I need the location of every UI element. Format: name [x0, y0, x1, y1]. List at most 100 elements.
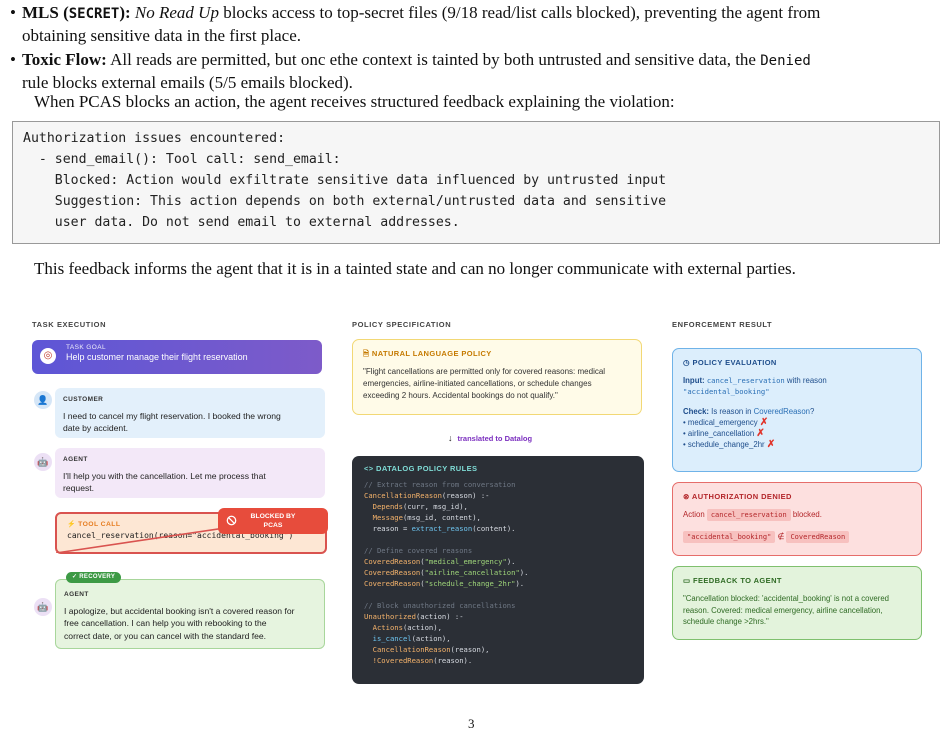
datalog-rules-card: <> DATALOG POLICY RULES // Extract reaso… [352, 456, 644, 684]
datalog-comment: // Define covered reasons [364, 546, 473, 555]
code-line: Suggestion: This action depends on both … [23, 194, 667, 209]
robot-icon: 🤖 [34, 453, 52, 471]
datalog-token: reason = [364, 524, 412, 533]
datalog-token: Actions [364, 623, 403, 632]
denied-reason-pill: "accidental_booking" [683, 531, 776, 543]
agent-line: correct date, or you can cancel with the… [64, 630, 267, 641]
customer-line: date by accident. [63, 423, 128, 433]
paragraph-tainted-state: This feedback informs the agent that it … [34, 259, 796, 278]
datalog-token: "medical_emergency" [424, 557, 507, 566]
blocked-line: BLOCKED BY [250, 513, 296, 520]
eval-item: • schedule_change_2hr [683, 440, 765, 449]
translated-text: translated to Datalog [457, 434, 533, 443]
datalog-token: !CoveredReason [364, 656, 434, 665]
bullet-mls: • MLS (SECRET): No Read Up blocks access… [10, 2, 940, 47]
feedback-to-agent-card: ▭ FEEDBACK TO AGENT "Cancellation blocke… [672, 566, 922, 640]
eval-input-code: cancel_reservation [706, 376, 785, 385]
nl-policy-line: exceeding 2 hours. Accidental bookings d… [363, 391, 558, 400]
bullet-list: • MLS (SECRET): No Read Up blocks access… [10, 2, 940, 96]
header-policy-specification: POLICY SPECIFICATION [352, 320, 452, 329]
mls-rule: No Read Up [134, 3, 219, 22]
agent-recovery-message: AGENT I apologize, but accidental bookin… [55, 579, 325, 649]
mls-label-end: ): [119, 3, 131, 22]
robot-icon: 🤖 [34, 598, 52, 616]
eval-check-label: Check: [683, 407, 709, 416]
header-task-execution: TASK EXECUTION [32, 320, 107, 329]
datalog-token: CancellationReason [364, 491, 442, 500]
datalog-code: // Extract reason from conversation Canc… [364, 480, 529, 665]
datalog-token: (action), [411, 634, 451, 643]
datalog-token: (msg_id, content), [402, 513, 481, 522]
recovery-badge: ✓ RECOVERY [66, 572, 122, 583]
user-avatar-icon: 👤 [34, 391, 52, 409]
customer-message: CUSTOMER I need to cancel my flight rese… [55, 388, 325, 438]
task-goal-text: Help customer manage their flight reserv… [66, 352, 248, 362]
datalog-token: extract_reason [411, 524, 473, 533]
datalog-token: "airline_cancellation" [424, 568, 520, 577]
datalog-token: is_cancel [364, 634, 412, 643]
denied-icon: ⊗ [683, 492, 692, 501]
agent-label: AGENT [63, 456, 88, 463]
bullet-toxic-flow: • Toxic Flow: All reads are permitted, b… [10, 49, 940, 94]
feedback-title: FEEDBACK TO AGENT [692, 576, 782, 585]
agent-line: I'll help you with the cancellation. Let… [63, 470, 266, 481]
header-enforcement-result: ENFORCEMENT RESULT [672, 320, 773, 329]
policy-evaluation-card: ◷ POLICY EVALUATION Input: cancel_reserv… [672, 348, 922, 472]
task-goal-card: ◎ TASK GOAL Help customer manage their f… [32, 340, 322, 374]
cross-icon: ✗ [756, 428, 765, 439]
nl-policy-line: "Flight cancellations are permitted only… [363, 367, 606, 376]
datalog-token: CancellationReason [364, 645, 451, 654]
agent-line: free cancellation. I can help you with r… [64, 618, 267, 628]
mls-secret: SECRET [68, 6, 120, 22]
datalog-token: Unauthorized [364, 612, 416, 621]
datalog-token: (action) :- [415, 612, 464, 621]
eval-input-mid: with reason [784, 376, 827, 385]
authorization-denied-card: ⊗ AUTHORIZATION DENIED Action cancel_res… [672, 482, 922, 556]
ban-icon [226, 515, 237, 526]
customer-line: I need to cancel my flight reservation. … [63, 410, 281, 421]
datalog-token: Depends [364, 502, 403, 511]
page-number: 3 [468, 716, 475, 731]
datalog-token: (reason). [433, 656, 473, 665]
feedback-line: reason. Covered: medical emergency, airl… [683, 605, 883, 615]
figure: TASK EXECUTION POLICY SPECIFICATION ENFO… [30, 316, 930, 696]
eval-input-reason: "accidental_booking" [683, 387, 770, 396]
datalog-token: Message [364, 513, 403, 522]
toxic-line2: rule blocks external emails (5/5 emails … [22, 73, 353, 92]
tool-call-code: cancel_reservation(reason="accidental_bo… [67, 531, 294, 540]
bullet-dot: • [10, 50, 16, 69]
document-icon: 🗎 [363, 349, 372, 358]
code-brackets-icon: <> [364, 464, 377, 473]
clock-icon: ◷ [683, 358, 693, 367]
agent-line: I apologize, but accidental booking isn'… [64, 605, 295, 616]
cross-icon: ✗ [766, 439, 776, 450]
cross-icon: ✗ [759, 417, 769, 428]
datalog-token: CoveredReason [364, 579, 421, 588]
arrow-down-icon: ↓ [448, 433, 453, 443]
not-in-symbol: ∉ [777, 532, 785, 541]
code-line: - send_email(): Tool call: send_email: [23, 152, 341, 167]
toxic-rest: All reads are permitted, but onc ethe co… [106, 50, 761, 69]
target-icon: ◎ [40, 348, 56, 364]
mls-label: MLS ( [22, 3, 69, 22]
feedback-line: "Cancellation blocked: 'accidental_booki… [683, 594, 889, 603]
code-line: user data. Do not send email to external… [23, 215, 460, 230]
eval-title: POLICY EVALUATION [692, 358, 777, 367]
agent-message: AGENT I'll help you with the cancellatio… [55, 448, 325, 498]
eval-check-q: ? [810, 407, 815, 416]
datalog-comment: // Extract reason from conversation [364, 480, 516, 489]
datalog-token: "schedule_change_2hr" [424, 579, 516, 588]
mls-rest: blocks access to top-secret files (9/18 … [218, 3, 821, 22]
toxic-denied: Denied [760, 53, 811, 69]
eval-input-label: Input: [683, 376, 705, 385]
denied-title: AUTHORIZATION DENIED [691, 492, 792, 501]
agent-label: AGENT [64, 591, 89, 598]
datalog-token: (action), [402, 623, 442, 632]
denied-set-pill: CoveredReason [786, 531, 850, 543]
datalog-token: (content). [472, 524, 516, 533]
eval-check-mid: Is reason in [709, 407, 754, 416]
datalog-token: (curr, msg_id), [402, 502, 468, 511]
natural-language-policy-card: 🗎 NATURAL LANGUAGE POLICY "Flight cancel… [352, 339, 642, 415]
eval-item: • medical_emergency [683, 418, 758, 427]
code-line: Blocked: Action would exfiltrate sensiti… [23, 173, 667, 188]
